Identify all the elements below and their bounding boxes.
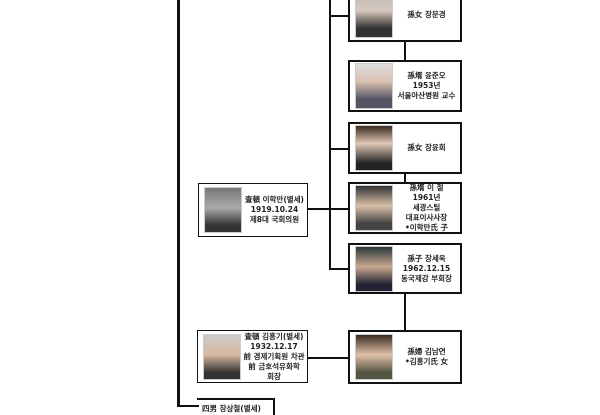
node-text: 孫女 장문경 bbox=[407, 10, 446, 19]
node-text: 1932.12.17 bbox=[250, 341, 298, 351]
node-text: 제8대 국회의원 bbox=[249, 215, 300, 224]
person-kim-namyeon[interactable]: 孫婦 김남연•김흥기氏 女 bbox=[348, 330, 462, 384]
node-text: 孫子 장세욱 bbox=[407, 253, 446, 263]
connector-line bbox=[330, 15, 348, 17]
connector-line bbox=[308, 357, 348, 359]
portrait-photo bbox=[355, 125, 393, 171]
node-text: 회장 bbox=[267, 371, 281, 381]
spouse-line bbox=[404, 294, 406, 330]
trunk-line bbox=[177, 0, 180, 407]
connector-line bbox=[330, 148, 348, 150]
portrait-photo bbox=[355, 63, 393, 109]
connector-line bbox=[330, 268, 348, 270]
spouse-line bbox=[404, 42, 406, 60]
portrait-photo bbox=[355, 185, 393, 231]
node-text: 孫壻 이 철 bbox=[409, 183, 444, 192]
fourth-son-label[interactable]: 四男 장상철(별세) bbox=[197, 398, 275, 415]
node-text: 1953년 bbox=[412, 81, 441, 90]
branch-line bbox=[329, 0, 331, 270]
portrait-photo bbox=[204, 187, 242, 233]
spouse-line bbox=[404, 174, 406, 182]
person-jang-yunhui[interactable]: 孫女 장윤희 bbox=[348, 122, 462, 174]
connector-line bbox=[308, 208, 348, 210]
node-text: 前 경제기획원 차관 bbox=[243, 351, 305, 361]
portrait-photo bbox=[203, 333, 241, 380]
portrait-photo bbox=[355, 245, 393, 292]
node-text: •김흥기氏 女 bbox=[404, 357, 449, 366]
node-text: 前 금호석유화학 bbox=[248, 361, 300, 371]
node-text: 孫婦 김남연 bbox=[407, 347, 446, 356]
node-text: 세광스틸 bbox=[412, 203, 441, 212]
node-text: 동국제강 부회장 bbox=[401, 273, 452, 283]
node-text: 1962.12.15 bbox=[402, 263, 451, 273]
node-text: 査頓 김흥기(별세) bbox=[244, 331, 304, 341]
node-text: 1919.10.24 bbox=[250, 205, 299, 214]
portrait-photo bbox=[355, 334, 393, 380]
portrait-photo bbox=[355, 0, 393, 38]
person-jang-mungyeong[interactable]: 孫女 장문경 bbox=[348, 0, 462, 42]
node-text: 서울아산병원 교수 bbox=[397, 91, 456, 100]
node-text: 孫壻 윤준오 bbox=[407, 71, 446, 80]
node-text: •이학만氏 子 bbox=[404, 223, 449, 232]
node-text: 대표이사사장 bbox=[405, 213, 448, 222]
trunk-branch-line bbox=[177, 405, 199, 407]
node-text: 査頓 이학만(별세) bbox=[245, 195, 304, 204]
node-text: 1961년 bbox=[412, 193, 441, 202]
node-text: 孫女 장윤희 bbox=[407, 143, 446, 152]
